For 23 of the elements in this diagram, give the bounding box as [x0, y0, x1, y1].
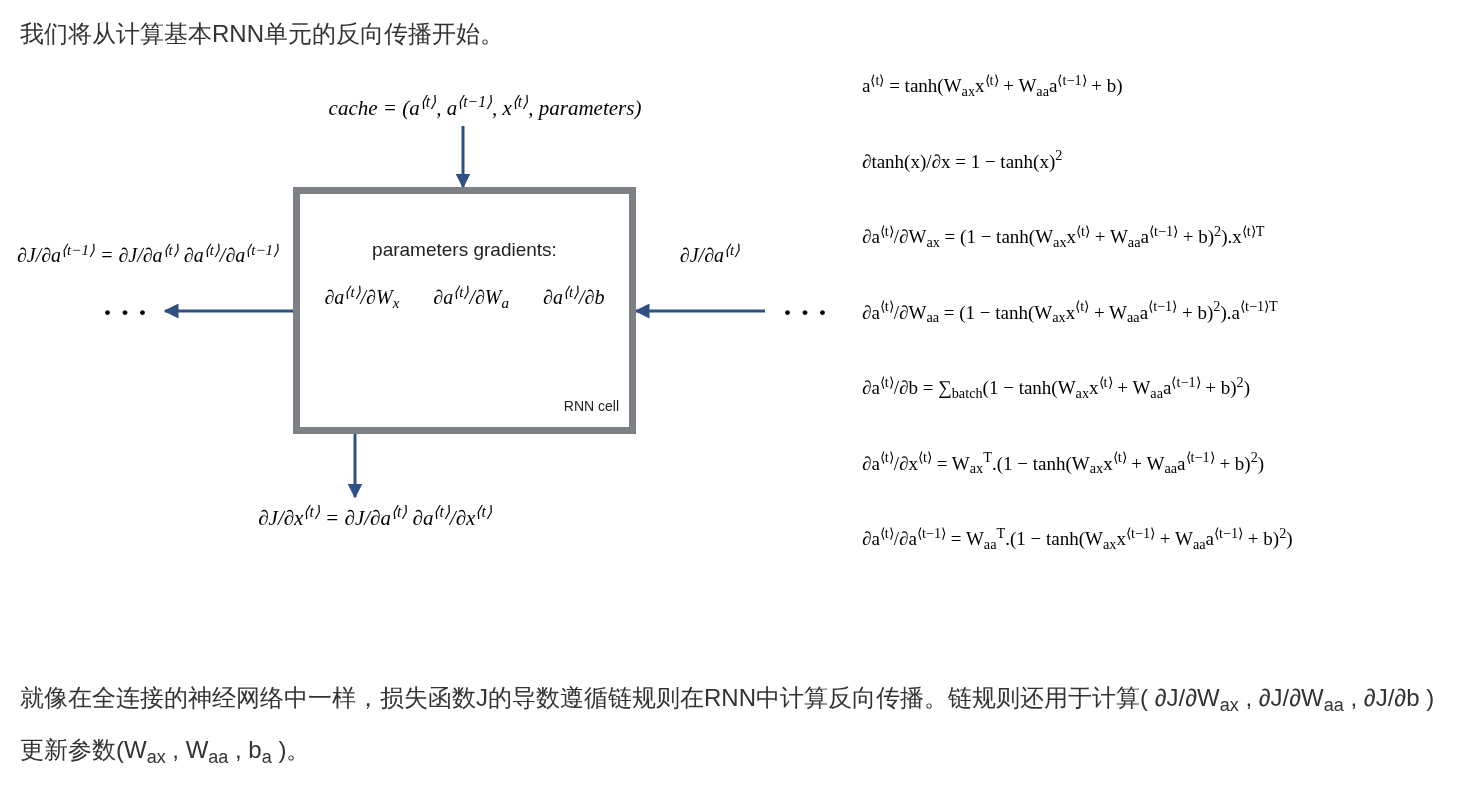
rnn-cell-box	[293, 187, 636, 434]
gradient-formula: ∂a$^{⟨t⟩}$/∂W$_{x}$	[324, 282, 400, 312]
equation: ∂a$^{⟨t⟩}$/∂x$^{⟨t⟩}$ = W$_{ax}$$^{T}$.(1 − tanh(W$_{ax}$x$^{⟨t⟩}$ + W$_{aa}$a$^{⟨t−1⟩}$ + b)$^{2}$)	[862, 449, 1266, 478]
formula: ∂J/∂x$^{⟨t⟩}$ = ∂J/∂a$^{⟨t⟩}$ ∂a$^{⟨t⟩}$/∂x$^{⟨t⟩}$	[258, 503, 492, 533]
ellipsis: · · ·	[782, 293, 828, 330]
arrow	[163, 303, 293, 319]
equation: ∂a$^{⟨t⟩}$/∂W$_{aa}$ = (1 − tanh(W$_{ax}$x$^{⟨t⟩}$ + W$_{aa}$a$^{⟨t−1⟩}$ + b)$^{2}$).a$^{⟨t−1⟩T}$	[862, 298, 1279, 327]
ellipsis: · · ·	[102, 293, 148, 330]
gradient-formula: ∂a$^{⟨t⟩}$/∂W$_{a}$	[433, 282, 509, 312]
title: 我们将从计算基本RNN单元的反向传播开始。	[20, 19, 504, 49]
equation: ∂a$^{⟨t⟩}$/∂a$^{⟨t−1⟩}$ = W$_{aa}$$^{T}$.(1 − tanh(W$_{ax}$x$^{⟨t−1⟩}$ + W$_{aa}$a$^{⟨t−1⟩}$ + b)$^{2}$)	[862, 525, 1294, 554]
heading: parameters gradients:	[371, 238, 558, 262]
arrow	[634, 303, 765, 319]
caption: 就像在全连接的神经网络中一样，损失函数J的导数遵循链规则在RNN中计算反向传播。链规则还用于计算( ∂J/∂W$_{ax}$ , ∂J/∂W$_{aa}$ , ∂J/∂b )更新参数(W$_{ax}$ , W$_{aa}$ , b$_{a}$ )。	[20, 683, 1436, 769]
cell-label: RNN cell	[563, 397, 619, 416]
equation: a$^{⟨t⟩}$ = tanh(W$_{ax}$x$^{⟨t⟩}$ + W$_{aa}$a$^{⟨t−1⟩}$ + b)	[862, 72, 1124, 101]
equation: ∂a$^{⟨t⟩}$/∂W$_{ax}$ = (1 − tanh(W$_{ax}$x$^{⟨t⟩}$ + W$_{aa}$a$^{⟨t−1⟩}$ + b)$^{2}$).x$^{⟨t⟩T}$	[862, 223, 1266, 252]
arrow	[455, 126, 471, 189]
formula: cache = (a$^{⟨t⟩}$, a$^{⟨t−1⟩}$, x$^{⟨t⟩}$, parameters)	[328, 93, 642, 123]
equation: ∂tanh(x)/∂x = 1 − tanh(x)$^{2}$	[862, 147, 1064, 174]
arrow	[347, 434, 363, 499]
gradient-formula: ∂a$^{⟨t⟩}$/∂b	[543, 282, 605, 310]
equation: ∂a$^{⟨t⟩}$/∂b = ∑$_{batch}$(1 − tanh(W$_{ax}$x$^{⟨t⟩}$ + W$_{aa}$a$^{⟨t−1⟩}$ + b)$^{2}$)	[862, 374, 1252, 403]
